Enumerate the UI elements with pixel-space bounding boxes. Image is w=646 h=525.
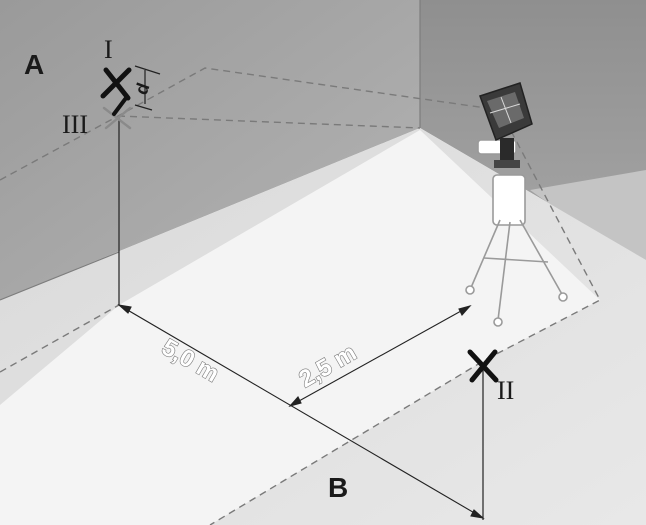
mark-3-cross xyxy=(102,106,132,130)
cross-line-laser-icon xyxy=(479,82,533,168)
dimension-line-long xyxy=(118,304,484,519)
floor-lit-area xyxy=(0,130,600,525)
dimension-line-short xyxy=(289,305,471,407)
back-wall-lower-surface xyxy=(530,170,646,260)
mark-3-label: III xyxy=(62,110,88,139)
wall-b-label: B xyxy=(328,472,348,503)
offset-d-bracket xyxy=(134,65,161,111)
mark-2-label: II xyxy=(497,376,514,405)
wall-a-surface xyxy=(0,0,420,300)
plumb-lines xyxy=(118,118,484,520)
wall-a-label: A xyxy=(24,49,44,80)
mark-1-cross xyxy=(100,67,132,101)
mark-2-cross xyxy=(467,349,499,383)
laser-beam-outline xyxy=(0,67,601,525)
room-walls xyxy=(0,0,646,300)
room-edges xyxy=(0,0,421,301)
mark-intermediate-cross xyxy=(112,96,128,116)
dimension-lines xyxy=(117,304,485,519)
mark-1-label: I xyxy=(104,35,113,64)
